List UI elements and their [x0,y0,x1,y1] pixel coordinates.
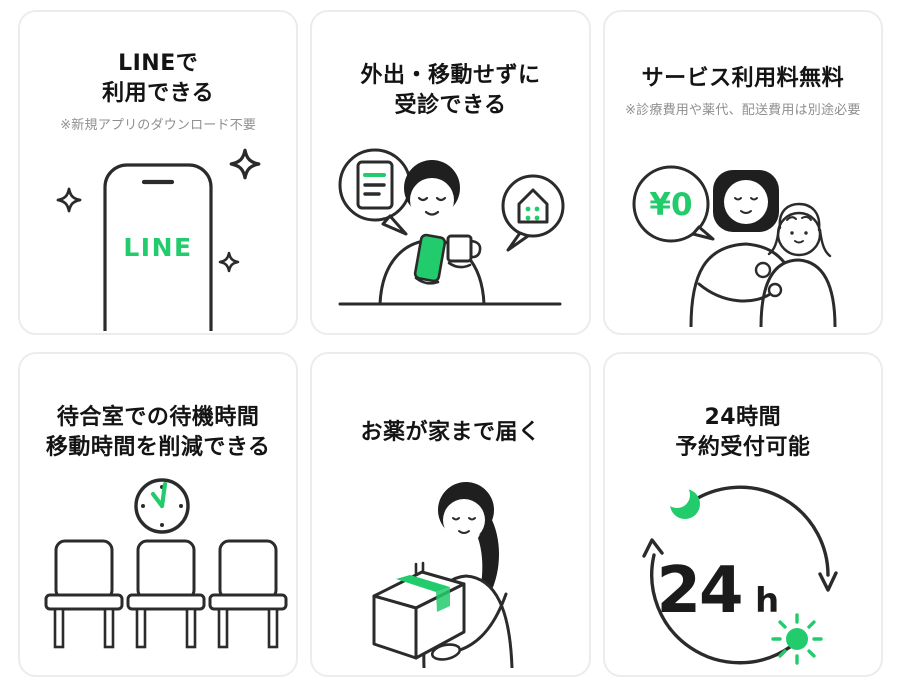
card-head: お薬が家まで届く [352,390,548,476]
woman-box-illustration [372,482,514,669]
card-title: 待合室での待機時間 移動時間を削減できる [45,405,271,460]
green-phone-icon [414,233,447,283]
mother-child-illustration: ¥0 [632,165,837,328]
card-reduce-waiting-time: 待合室での待機時間 移動時間を削減できる [18,352,299,677]
card-illustration-area [312,476,588,675]
card-head: 待合室での待機時間 移動時間を削減できる [38,390,279,476]
card-free-service-fee: サービス利用料無料 ※診療費用や薬代、配送費用は別途必要 ¥0 [602,10,883,335]
cycle-arrows [642,485,838,665]
card-title: LINEで 利用できる [102,51,215,106]
house-icon [517,188,549,224]
arrowhead-down [818,571,838,592]
card-head: 24時間 予約受付可能 [667,390,818,476]
clock-icon [134,478,190,534]
clock-chairs-illustration [44,478,288,649]
moon-icon [663,482,700,519]
woman-arm [458,592,508,652]
line-logo-text: LINE [124,233,193,262]
yen-zero-bubble: ¥0 [632,165,715,243]
man-figure [378,160,487,306]
green-tape [396,575,451,592]
24h-cycle-illustration: 24 h [642,482,838,665]
speech-bubble-house [501,174,565,252]
card-medicine-delivery: お薬が家まで届く [310,352,591,677]
mother-arm [697,282,775,303]
chair-icon [44,539,124,649]
child-figure [754,202,837,328]
card-illustration-area: 24 h [605,476,881,675]
card-note: ※診療費用や薬代、配送費用は別途必要 [625,102,861,118]
card-head: サービス利用料無料 ※診療費用や薬代、配送費用は別途必要 [617,48,869,134]
card-illustration-area [312,134,588,333]
card-24h-reservation: 24時間 予約受付可能 [602,352,883,677]
card-note: ※新規アプリのダウンロード不要 [60,117,257,133]
woman-hand [431,643,462,661]
card-title: 24時間 予約受付可能 [675,405,811,460]
sparkle-icon [56,187,82,213]
card-line-usable: LINEで 利用できる ※新規アプリのダウンロード不要 LIN [18,10,299,335]
sun-icon [771,613,823,665]
speech-bubble-document [338,148,412,236]
card-no-travel-consult: 外出・移動せずに 受診できる [310,10,591,335]
counter-h-label: h [755,581,779,621]
smartphone-icon: LINE [103,163,213,331]
yen-zero-label: ¥0 [649,187,692,223]
card-title: お薬が家まで届く [360,420,541,446]
delivery-box-icon [372,561,466,660]
card-illustration-area [20,476,296,675]
smartphone-line-illustration: LINE [56,148,261,331]
card-title: 外出・移動せずに 受診できる [360,63,541,118]
card-illustration-area: ¥0 [605,134,881,333]
arrowhead-up [642,538,664,558]
counter-24-label: 24 [656,554,741,628]
sparkle-icon [218,251,240,273]
card-title: サービス利用料無料 [641,66,845,92]
child-fist [754,261,772,279]
card-head: LINEで 利用できる ※新規アプリのダウンロード不要 [52,48,264,134]
chair-icon [126,539,206,649]
sparkle-icon [229,148,261,180]
cup-icon [446,234,482,269]
card-illustration-area: LINE [20,134,296,333]
child-hair [778,202,821,232]
man-phone-cup-illustration [338,148,565,306]
chair-icon [208,539,288,649]
ponytail [474,516,500,610]
card-head: 外出・移動せずに 受診できる [352,48,548,134]
